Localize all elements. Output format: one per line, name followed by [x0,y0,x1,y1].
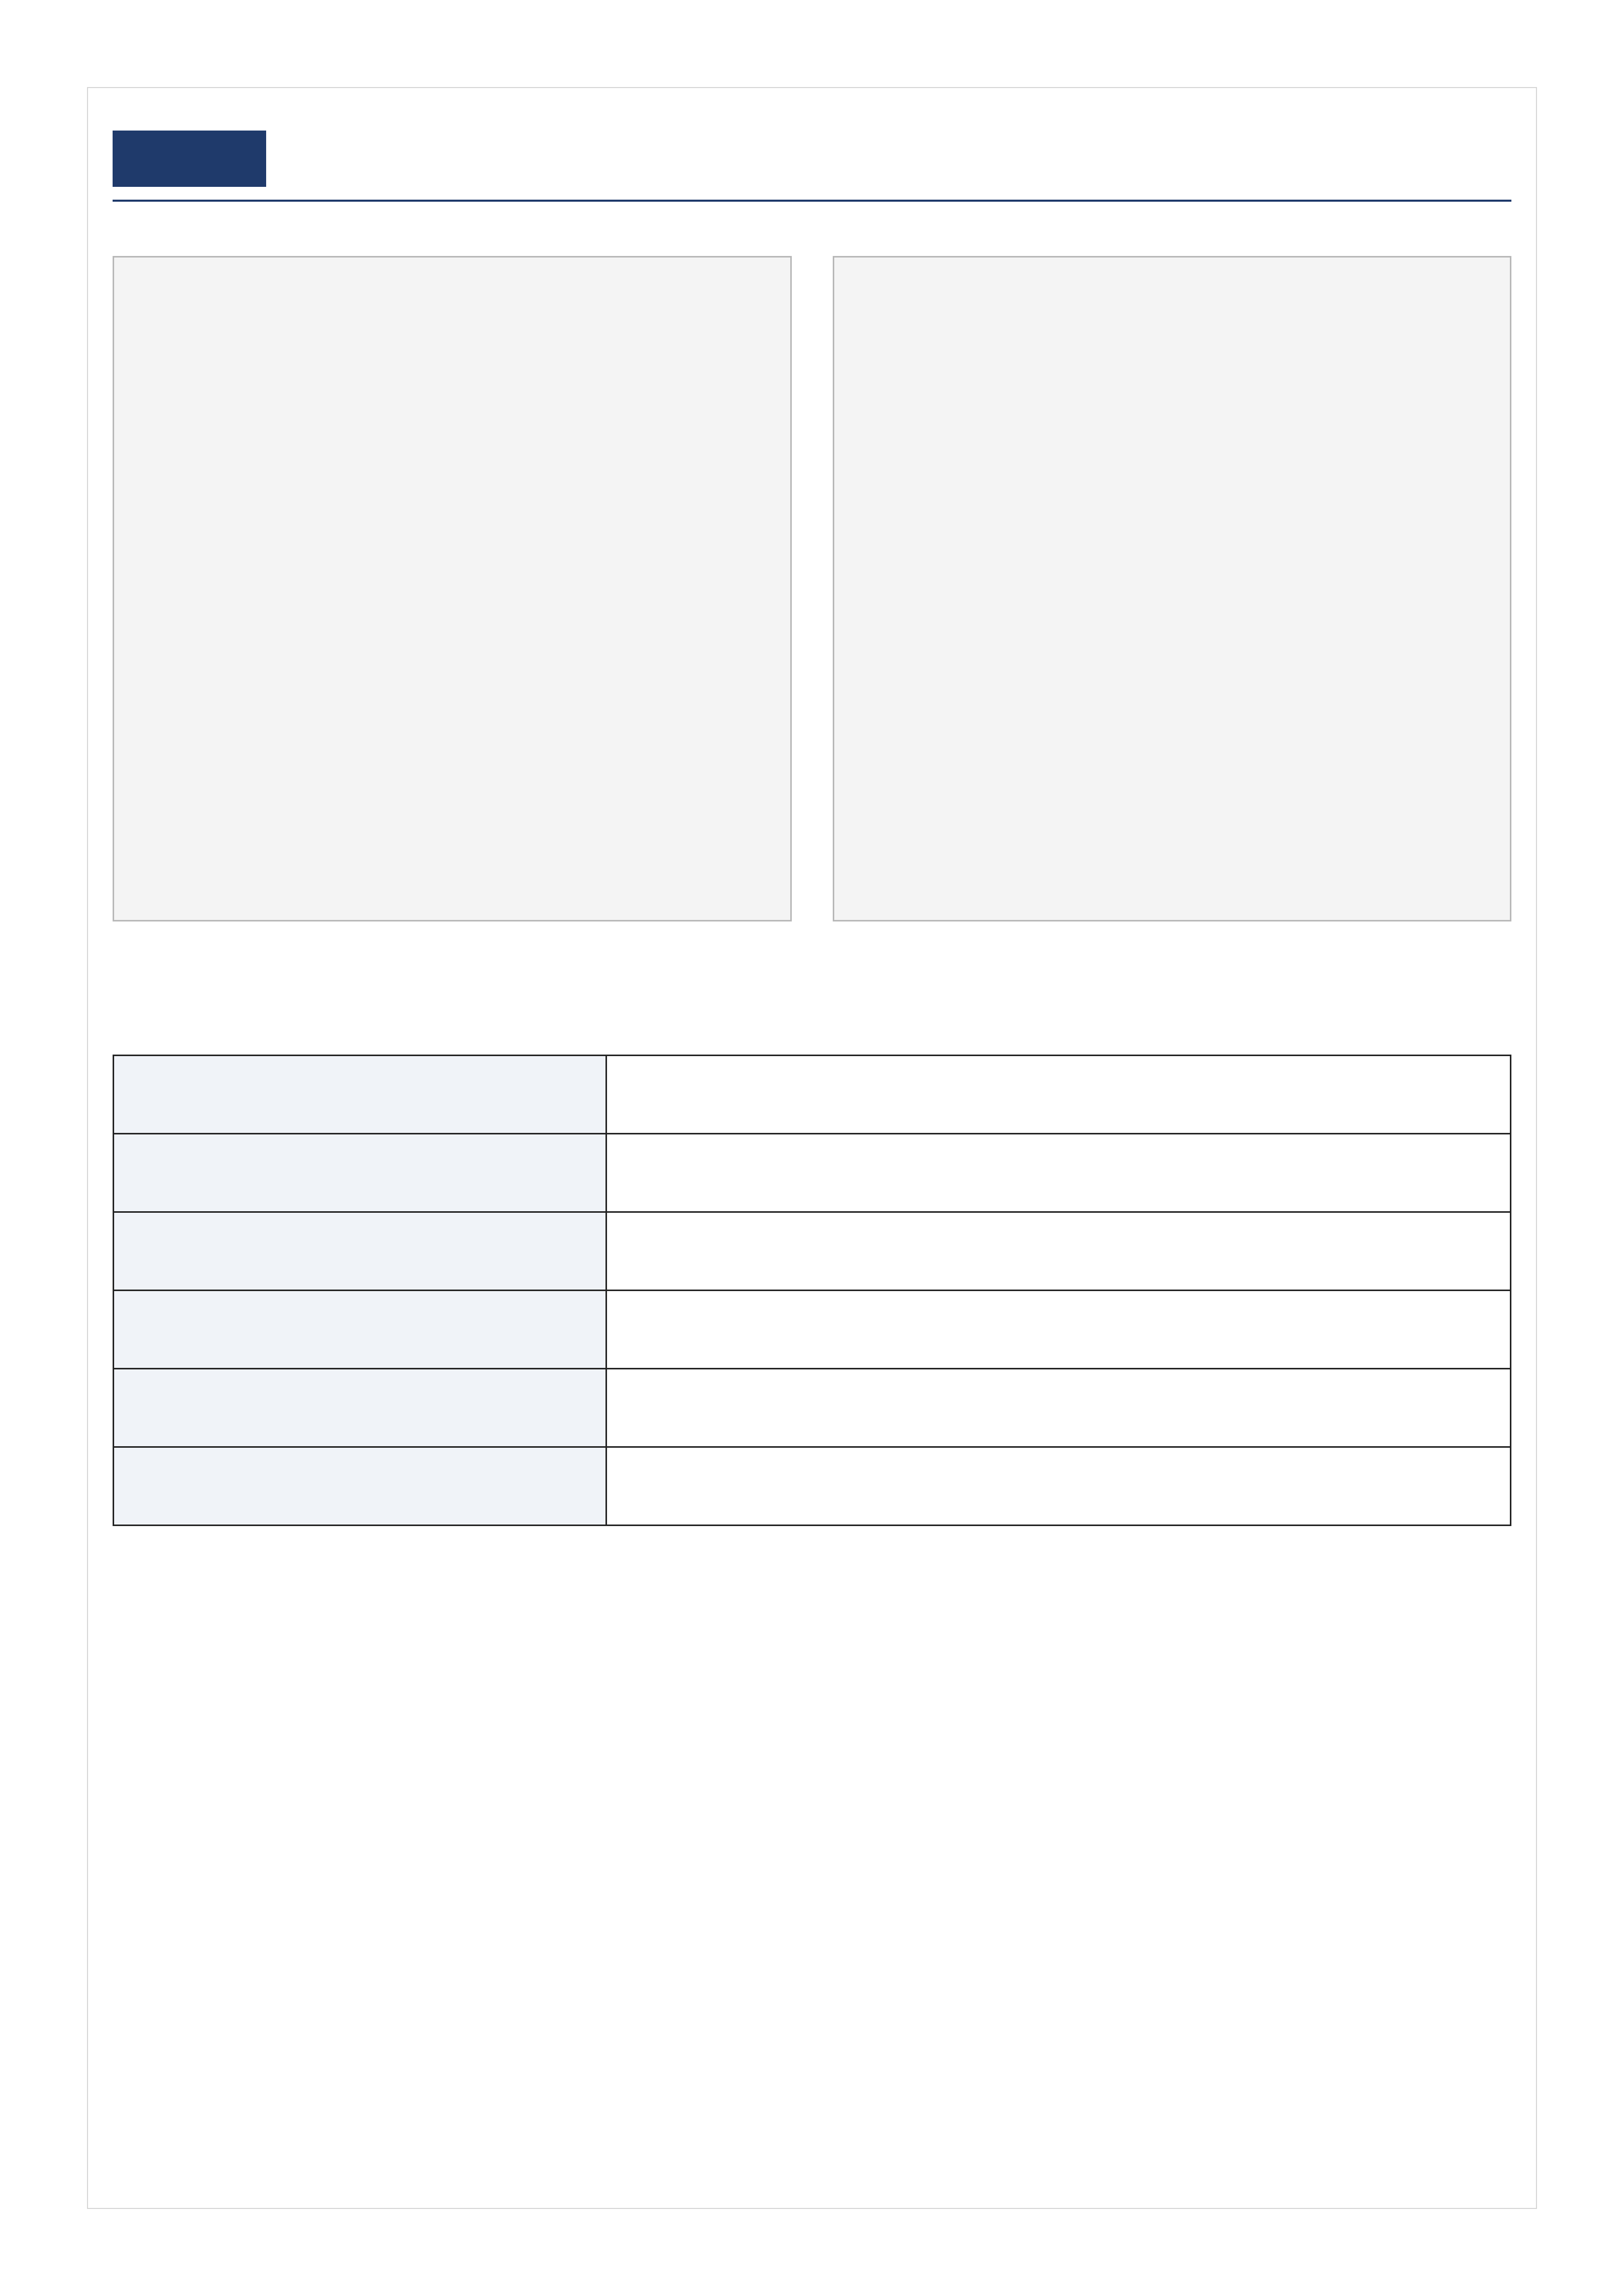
spec-label [113,1446,607,1526]
page-header [113,118,1511,202]
spec-table [113,1055,1511,1526]
page-sheet [87,87,1537,2209]
spec-value [605,1133,1511,1213]
table-row [113,1211,1511,1291]
spec-value [605,1211,1511,1291]
table-row [113,1290,1511,1369]
product-figures [113,256,1511,921]
spec-label [113,1290,607,1369]
brand-logo [113,131,266,187]
table-row [113,1446,1511,1526]
spec-value [605,1368,1511,1448]
table-row [113,1368,1511,1448]
product-photo [113,256,792,921]
spec-value [605,1446,1511,1526]
spec-label [113,1055,607,1134]
table-row [113,1133,1511,1213]
spec-value [605,1290,1511,1369]
spec-label [113,1133,607,1213]
wiring-diagram [832,256,1511,921]
spec-label [113,1368,607,1448]
spec-value [605,1055,1511,1134]
spec-label [113,1211,607,1291]
table-row [113,1055,1511,1134]
